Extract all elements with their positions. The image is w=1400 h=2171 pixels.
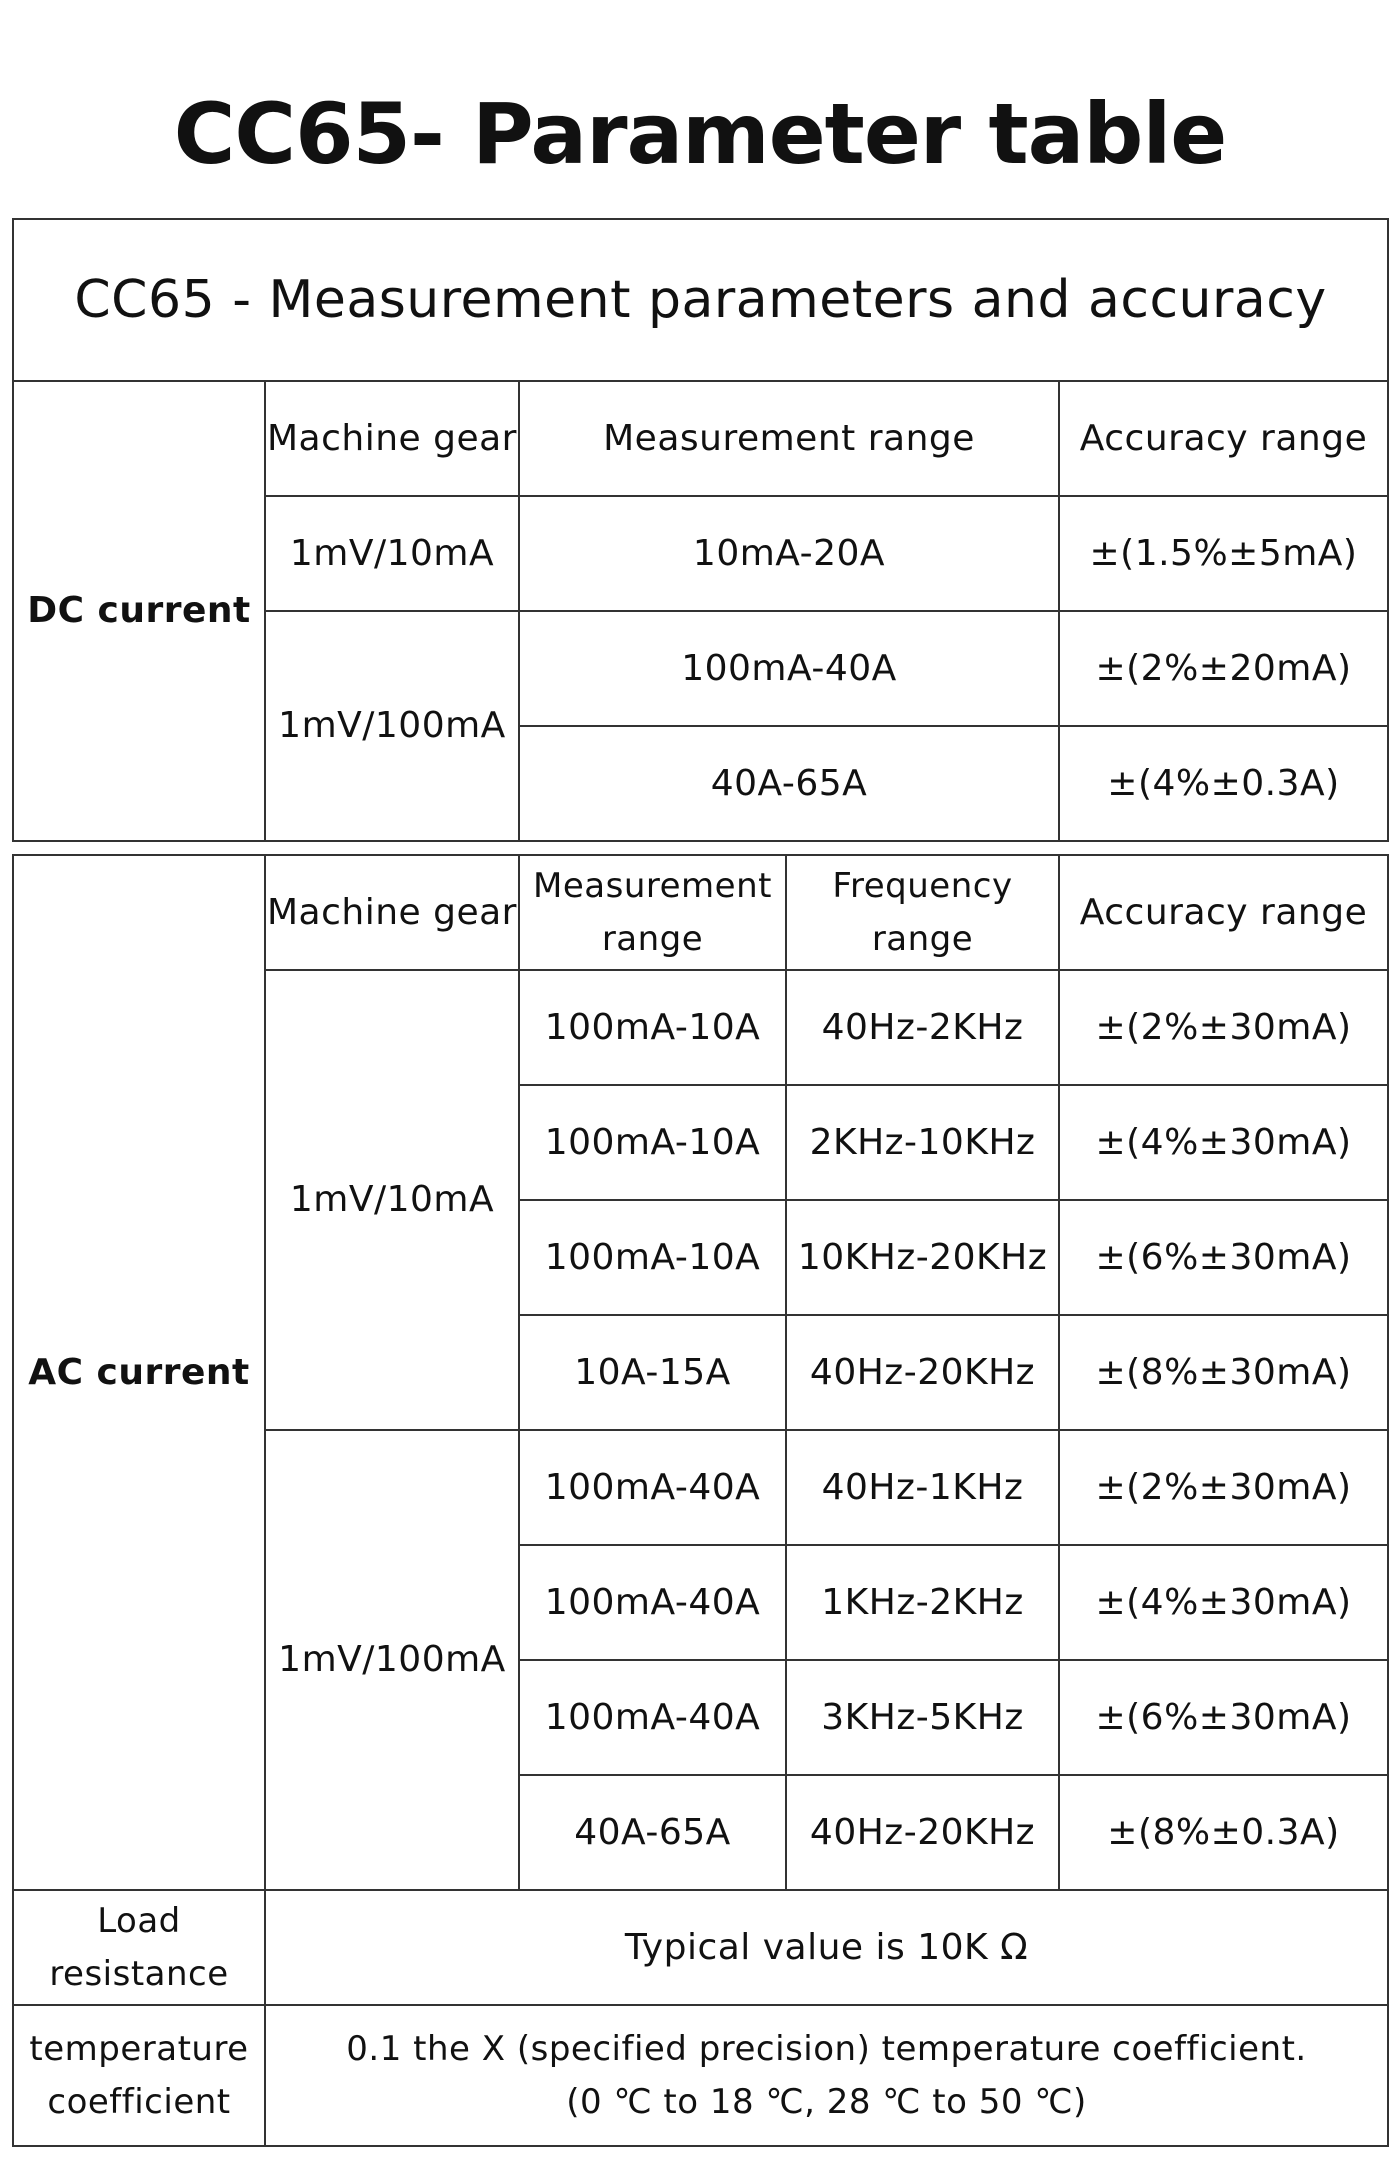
ac-frequency-cell: 2KHz-10KHz xyxy=(785,1084,1060,1201)
ac-range-cell: 100mA-10A xyxy=(518,969,787,1086)
ac-gear-cell: 1mV/10mA xyxy=(264,969,520,1431)
temperature-label-line2: coefficient xyxy=(47,2081,231,2122)
ac-frequency-cell: 1KHz-2KHz xyxy=(785,1544,1060,1661)
ac-header-gear: Machine gear xyxy=(264,854,520,971)
dc-category-label: DC current xyxy=(12,380,266,842)
load-label-line1: Load xyxy=(97,1900,181,1941)
ac-accuracy-cell: ±(6%±30mA) xyxy=(1058,1659,1389,1776)
ac-range-cell: 100mA-40A xyxy=(518,1544,787,1661)
load-resistance-value: Typical value is 10K Ω xyxy=(264,1889,1389,2006)
ac-frequency-cell: 10KHz-20KHz xyxy=(785,1199,1060,1316)
ac-current-table: AC current Machine gear Measurement rang… xyxy=(12,854,1389,2147)
ac-range-cell: 40A-65A xyxy=(518,1774,787,1891)
load-resistance-label: Load resistance xyxy=(12,1889,266,2006)
ac-range-cell: 100mA-10A xyxy=(518,1199,787,1316)
dc-header-gear: Machine gear xyxy=(264,380,520,497)
load-label-line2: resistance xyxy=(49,1953,229,1994)
ac-frequency-cell: 40Hz-1KHz xyxy=(785,1429,1060,1546)
dc-range-cell: 100mA-40A xyxy=(518,610,1060,727)
ac-range-cell: 100mA-40A xyxy=(518,1659,787,1776)
dc-range-cell: 10mA-20A xyxy=(518,495,1060,612)
dc-current-table: CC65 - Measurement parameters and accura… xyxy=(12,218,1389,842)
temperature-coefficient-value: 0.1 the X (specified precision) temperat… xyxy=(264,2004,1389,2147)
ac-accuracy-cell: ±(2%±30mA) xyxy=(1058,1429,1389,1546)
dc-header-range: Measurement range xyxy=(518,380,1060,497)
dc-gear-cell: 1mV/10mA xyxy=(264,495,520,612)
ac-range-cell: 100mA-40A xyxy=(518,1429,787,1546)
ac-accuracy-cell: ±(4%±30mA) xyxy=(1058,1544,1389,1661)
temperature-label-line1: temperature xyxy=(29,2028,249,2069)
dc-header-accuracy: Accuracy range xyxy=(1058,380,1389,497)
ac-frequency-cell: 40Hz-20KHz xyxy=(785,1314,1060,1431)
ac-gear-cell: 1mV/100mA xyxy=(264,1429,520,1891)
ac-accuracy-cell: ±(8%±30mA) xyxy=(1058,1314,1389,1431)
dc-accuracy-cell: ±(4%±0.3A) xyxy=(1058,725,1389,842)
ac-header-range-line1: Measurement xyxy=(533,865,772,906)
temperature-coefficient-label: temperature coefficient xyxy=(12,2004,266,2147)
table-caption: CC65 - Measurement parameters and accura… xyxy=(12,218,1389,382)
ac-frequency-cell: 40Hz-2KHz xyxy=(785,969,1060,1086)
dc-accuracy-cell: ±(2%±20mA) xyxy=(1058,610,1389,727)
ac-header-range: Measurement range xyxy=(518,854,787,971)
ac-frequency-cell: 40Hz-20KHz xyxy=(785,1774,1060,1891)
ac-accuracy-cell: ±(6%±30mA) xyxy=(1058,1199,1389,1316)
ac-header-frequency-line1: Frequency xyxy=(832,865,1013,906)
ac-category-label: AC current xyxy=(12,854,266,1891)
page-title: CC65- Parameter table xyxy=(173,85,1227,183)
ac-header-range-line2: range xyxy=(601,918,704,959)
dc-gear-cell: 1mV/100mA xyxy=(264,610,520,842)
dc-range-cell: 40A-65A xyxy=(518,725,1060,842)
ac-header-frequency: Frequency range xyxy=(785,854,1060,971)
temperature-value-line1: 0.1 the X (specified precision) temperat… xyxy=(346,2028,1307,2069)
ac-header-frequency-line2: range xyxy=(871,918,974,959)
dc-accuracy-cell: ±(1.5%±5mA) xyxy=(1058,495,1389,612)
ac-range-cell: 100mA-10A xyxy=(518,1084,787,1201)
ac-accuracy-cell: ±(8%±0.3A) xyxy=(1058,1774,1389,1891)
temperature-value-line2: (0 ℃ to 18 ℃, 28 ℃ to 50 ℃) xyxy=(566,2081,1087,2122)
ac-accuracy-cell: ±(4%±30mA) xyxy=(1058,1084,1389,1201)
ac-frequency-cell: 3KHz-5KHz xyxy=(785,1659,1060,1776)
ac-accuracy-cell: ±(2%±30mA) xyxy=(1058,969,1389,1086)
ac-range-cell: 10A-15A xyxy=(518,1314,787,1431)
ac-header-accuracy: Accuracy range xyxy=(1058,854,1389,971)
